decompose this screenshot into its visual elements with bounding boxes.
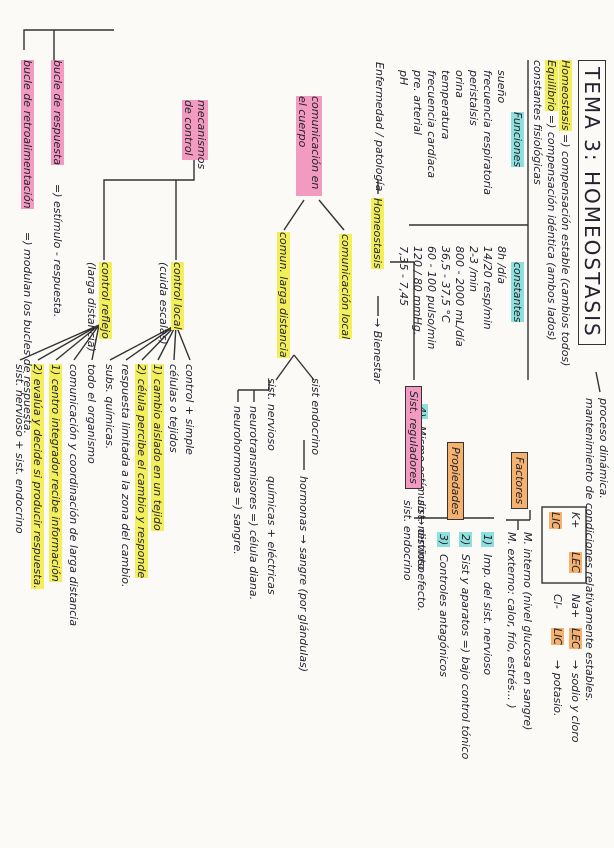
constante-value: 120 / 80 mmHg. [411, 246, 424, 336]
lec2-label: LEC [569, 628, 582, 649]
control-local-item: células o tejidos [167, 364, 180, 453]
control-local-item: 2) célula percibe el cambio y responde [135, 364, 148, 579]
medio-externo: M. externo: calor, frío, estrés... ) [505, 532, 518, 709]
control-reflejo-item: 1) centro integrador recibe información [49, 364, 62, 582]
potasio-text: → potasio. [551, 660, 564, 717]
sodio-cloro-text: → sodio y cloro [569, 660, 582, 743]
medio-interno: M. interno (nivel glucosa en sangre) [521, 532, 534, 731]
sist-nervioso-branch: sist. nervioso [265, 378, 278, 451]
homeostasis-term: Homeostasis [559, 60, 572, 131]
sist-endocrino-branch: sist endocrino [309, 378, 322, 456]
page-title: TEMA 3: HOMEOSTASIS [578, 60, 606, 345]
enfermedad-text: Enfermedad / patología [373, 62, 386, 192]
mecanismos-node: mecanismos de control [182, 100, 208, 170]
hormonas-text: hormonas → sangre (por glándulas) [297, 476, 310, 673]
reguladores-endocrino: sist. endocrino [401, 500, 414, 581]
sodium-label: Na+ [569, 594, 582, 619]
constante-label: temperatura [439, 70, 452, 140]
sist-reguladores: Sist. reguladores [405, 386, 422, 489]
header-proceso: proceso dinámica. [597, 398, 610, 499]
constantes-fisiologicas: constantes fisiológicas [531, 60, 544, 185]
comunicacion-larga: comun. larga distancia [277, 232, 290, 358]
constante-value: 8h /día [495, 246, 508, 284]
constante-label: sueño [495, 70, 508, 104]
funciones-header: Funciones [511, 112, 524, 168]
constante-value: 60 - 100 pulso/min [425, 246, 438, 350]
constante-label: peristalsis [467, 70, 480, 126]
constante-value: 36,5 - 37,5 °C [439, 246, 452, 323]
constante-label: pre. arterial [411, 70, 424, 135]
chloride-label: Cl- [551, 594, 564, 609]
neurotransmisores-text: neurotransmisores =) célula diana. [247, 406, 260, 601]
propiedad-number: 1) [481, 532, 494, 548]
potassium-label: K+ [569, 512, 582, 529]
equilibrio-def: =) compensación idéntica (ambos lados) [545, 114, 558, 341]
constante-label: pH [397, 70, 410, 86]
bucle-respuesta-def: =) estímulo - respuesta. [51, 184, 64, 318]
bucle-retro-label: bucle de retroalimentación [21, 60, 34, 209]
header-mantenimiento: mantenimiento de condiciones relativamen… [583, 398, 596, 702]
lec-label: LEC [569, 552, 582, 573]
propiedad-text: Controles antagónicos [437, 554, 450, 678]
homeostasis-definition: Homeostasis =) compensación estable (cam… [559, 60, 572, 366]
constante-label: frecuencia respiratoria [481, 70, 494, 195]
constantes-header: constantes [511, 262, 524, 323]
control-reflejo-sub: (larga distancia) [85, 262, 98, 352]
control-reflejo-title: control reflejo [99, 262, 112, 339]
equilibrio-term: Equilibrio [545, 60, 558, 112]
lic-label: LIC [549, 512, 562, 530]
constante-value: 14/20 resp/min [481, 246, 494, 330]
comunicacion-local: comunicación local [339, 234, 352, 340]
control-local-sub: (cuida escalas) [157, 262, 170, 345]
constante-value: 2-3 /min [467, 246, 480, 292]
constante-label: frecuencia cardíaca [425, 70, 438, 179]
constante-value: 7,35 - 7,45 [397, 246, 410, 306]
equilibrio-definition: Equilibrio =) compensación idéntica (amb… [545, 60, 558, 341]
control-local-title: control local [171, 262, 184, 330]
bienestar-text: → Bienestar [371, 318, 384, 384]
control-local-item: respuesta limitada a la zona del cambio. [119, 364, 132, 588]
control-local-item: subs. químicas. [103, 364, 116, 450]
factores-label: Factores [511, 452, 528, 510]
propiedad-text: Imp. del sist. nervioso [481, 554, 494, 676]
homeostasis-def: =) compensación estable (cambios todos) [559, 134, 572, 367]
comunicacion-node: comunicación en el cuerpo [296, 96, 322, 196]
control-reflejo-item: todo el organismo [85, 364, 98, 464]
bucle-respuesta-label: bucle de respuesta [51, 60, 64, 166]
quimicas-text: químicas + eléctricas [265, 476, 278, 595]
propiedad-number: 3) [437, 532, 450, 548]
control-local-item: control + simple [183, 364, 196, 455]
propiedad-number: 2) [459, 532, 472, 548]
control-reflejo-item: comunicación y coordinación de larga dis… [67, 364, 80, 627]
reguladores-nervioso: sist. nervioso [415, 500, 428, 573]
propiedad-text: Sist y aparatos =) bajo control tónico [459, 554, 472, 760]
neurohormonas-text: neurohormonas =) sangre. [231, 406, 244, 555]
homeostasis-node: Homeostasis [371, 198, 384, 269]
constante-label: orina [453, 70, 466, 99]
control-local-item: 1) cambio aislado en un tejido [151, 364, 164, 531]
bucle-retro-def: =) modulan los bucles de respuesta. [21, 232, 34, 435]
propiedades-label: Propiedades [447, 442, 464, 520]
lic2-label: LIC [551, 628, 564, 646]
constante-value: 800 - 2000 mL/día [453, 246, 466, 347]
